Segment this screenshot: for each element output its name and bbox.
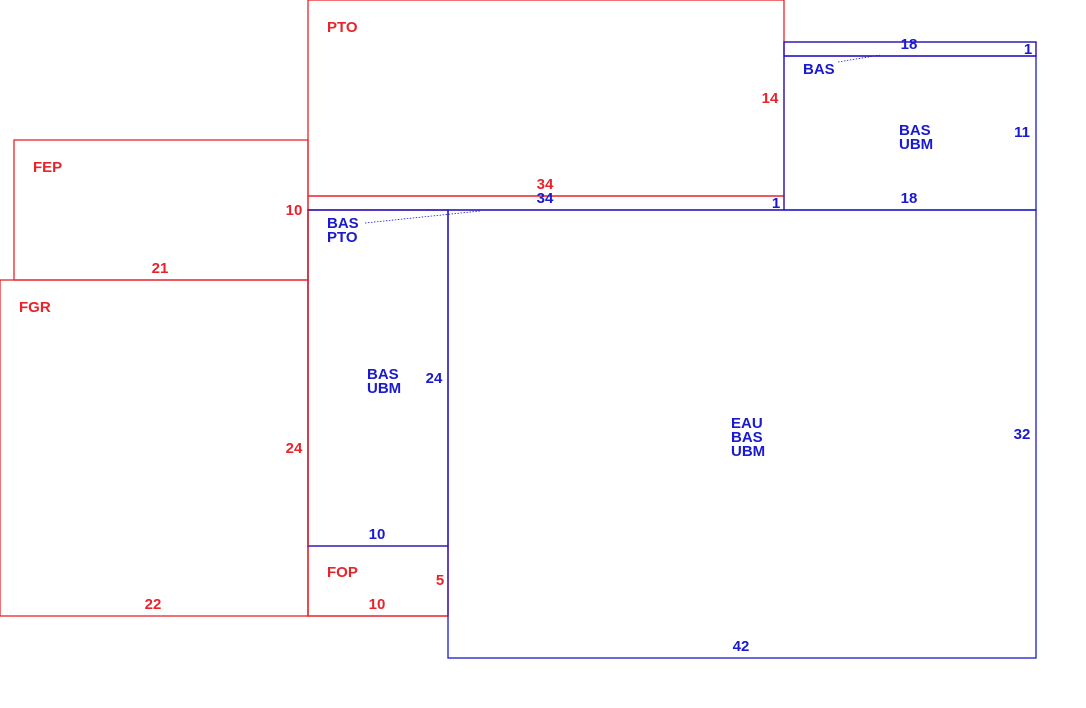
zone-bas-ubm-top-height: 11 <box>1014 124 1030 141</box>
zone-bas-pto-mid-line2: PTO <box>327 229 358 246</box>
zone-bas-strip-top-height: 1 <box>1024 41 1032 58</box>
zone-bas-ubm-left-width: 10 <box>369 526 386 543</box>
zone-pto-width: 34 <box>537 176 554 193</box>
zone-bas-ubm-left-line1: BAS <box>367 366 399 383</box>
zone-eau-bas-ubm-line3: UBM <box>731 443 765 460</box>
zone-bas-strip-top-width: 18 <box>901 36 918 53</box>
zone-bas-ubm-left-height: 24 <box>426 370 443 387</box>
zone-eau-bas-ubm-outline <box>447 209 1037 659</box>
zone-pto-strip-height: 1 <box>772 195 780 212</box>
zone-fop-name: FOP <box>327 564 358 581</box>
zone-eau-bas-ubm-line1: EAU <box>731 415 763 432</box>
zone-fop-width: 10 <box>369 596 386 613</box>
zone-fgr-height: 24 <box>286 440 303 457</box>
leader-line-top <box>837 54 881 63</box>
zone-eau-bas-ubm-line2: BAS <box>731 429 763 446</box>
zone-left-column-outline <box>307 209 449 617</box>
zone-pto-height: 14 <box>762 90 779 107</box>
zone-bas-ubm-top-line2: UBM <box>899 136 933 153</box>
zone-bas-strip-top-name: BAS <box>803 61 835 78</box>
zone-fep-name: FEP <box>33 159 62 176</box>
leader-line-mid <box>364 210 481 224</box>
zone-fep-width: 21 <box>152 260 169 277</box>
zone-eau-bas-ubm-height: 32 <box>1014 426 1031 443</box>
zone-pto-name: PTO <box>327 19 358 36</box>
zone-bas-ubm-top-line1: BAS <box>899 122 931 139</box>
zone-bas-ubm-left-line2: UBM <box>367 380 401 397</box>
zone-bas-ubm-top-width: 18 <box>901 190 918 207</box>
zone-bas-pto-mid-line1: BAS <box>327 215 359 232</box>
zone-fgr-width: 22 <box>145 596 162 613</box>
zone-pto-strip-width: 34 <box>537 190 554 207</box>
zone-fgr-name: FGR <box>19 299 51 316</box>
zone-fep-height: 10 <box>286 202 303 219</box>
zone-fgr-outline <box>0 279 309 617</box>
zone-fop-height: 5 <box>436 572 444 589</box>
zone-pto-outline <box>307 0 785 197</box>
zone-eau-bas-ubm-width: 42 <box>733 638 750 655</box>
